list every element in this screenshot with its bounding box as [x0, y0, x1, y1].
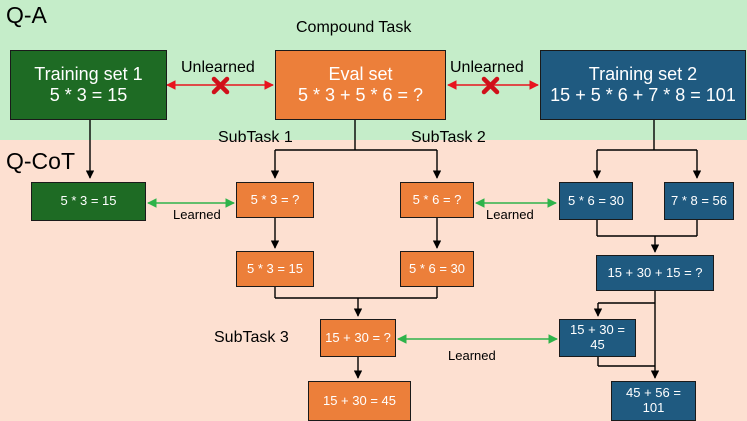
training-set-2-box: Training set 2 15 + 5 * 6 + 7 * 8 = 101: [540, 50, 746, 120]
train2-final-box: 45 + 56 = 101: [611, 381, 696, 421]
subtask3-answer-box: 15 + 30 = 45: [308, 381, 411, 421]
train2-add-line2: 45: [590, 337, 605, 352]
training-set-2-title: Training set 2: [588, 64, 698, 85]
eval-set-box: Eval set 5 * 3 + 5 * 6 = ?: [275, 50, 446, 120]
subtask-1-label: SubTask 1: [218, 129, 293, 146]
compound-task-label: Compound Task: [296, 19, 412, 36]
qa-section-label: Q-A: [6, 2, 47, 28]
eval-set-expression: 5 * 3 + 5 * 6 = ?: [297, 85, 424, 105]
training-set-1-box: Training set 1 5 * 3 = 15: [10, 50, 167, 120]
train2-add-box: 15 + 30 = 45: [559, 319, 636, 357]
subtask2-answer-box: 5 * 6 = 30: [400, 251, 474, 287]
train2-sub1-box: 5 * 6 = 30: [559, 182, 633, 220]
training-set-1-title: Training set 1: [34, 64, 143, 85]
train2-add-line1: 15 + 30 =: [570, 322, 625, 338]
train2-sum-question-box: 15 + 30 + 15 = ?: [596, 255, 714, 291]
learned-label-3: Learned: [448, 348, 496, 363]
subtask3-question-box: 15 + 30 = ?: [320, 319, 396, 357]
unlearned-label-right: Unlearned: [450, 59, 524, 76]
cot-section-label: Q-CoT: [6, 148, 75, 174]
subtask1-question-box: 5 * 3 = ?: [236, 182, 314, 218]
training-set-1-expression: 5 * 3 = 15: [49, 85, 128, 105]
train2-final-line1: 45 + 56 =: [626, 385, 681, 401]
train1-fact-box: 5 * 3 = 15: [31, 182, 146, 221]
unlearned-label-left: Unlearned: [181, 59, 255, 76]
subtask1-answer-box: 5 * 3 = 15: [236, 251, 314, 287]
learned-label-2: Learned: [486, 207, 534, 222]
training-set-2-expression: 15 + 5 * 6 + 7 * 8 = 101: [550, 85, 736, 105]
train2-sub2-box: 7 * 8 = 56: [664, 182, 734, 220]
subtask-2-label: SubTask 2: [411, 129, 486, 146]
eval-set-title: Eval set: [328, 64, 393, 85]
subtask-3-label: SubTask 3: [214, 329, 289, 346]
train2-final-line2: 101: [642, 400, 665, 415]
learned-label-1: Learned: [173, 207, 221, 222]
subtask2-question-box: 5 * 6 = ?: [400, 182, 474, 218]
